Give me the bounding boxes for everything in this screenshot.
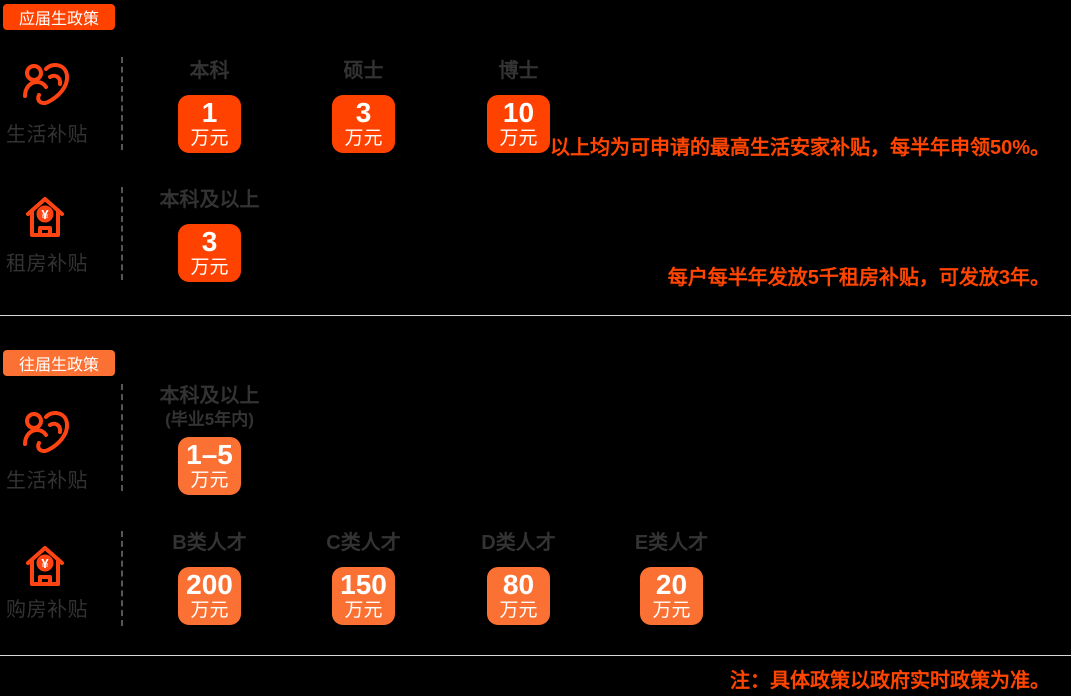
value-amount: 3 <box>355 97 372 128</box>
value-box: 80 万元 <box>487 567 550 625</box>
footnote: 注：具体政策以政府实时政策为准。 <box>730 670 1050 692</box>
value-box: 200 万元 <box>178 567 241 625</box>
dashed-divider <box>121 187 123 280</box>
value-unit: 万元 <box>499 128 538 149</box>
column-subheader: (毕业5年内) <box>165 410 254 429</box>
section-divider <box>0 315 1071 316</box>
value-amount: 1–5 <box>186 439 233 470</box>
row-label-rent-subsidy: 租房补贴 <box>6 253 88 275</box>
value-box: 10 万元 <box>487 95 550 153</box>
row-label-living-subsidy: 生活补贴 <box>6 470 88 492</box>
column-doctor: 博士 10 万元 <box>455 58 582 153</box>
section1-badge: 应届生政策 <box>3 4 116 30</box>
column-header: E类人才 <box>634 532 709 554</box>
column-bachelor-above-5yr: 本科及以上 (毕业5年内) 1–5 万元 <box>146 383 273 495</box>
column-master: 硕士 3 万元 <box>300 58 427 153</box>
value-box: 150 万元 <box>332 567 395 625</box>
column-header: 本科及以上 <box>159 189 260 211</box>
rent-subsidy-annotation: 每户每半年发放5千租房补贴，可发放3年。 <box>667 267 1050 289</box>
value-amount: 80 <box>502 569 535 600</box>
value-unit: 万元 <box>190 600 229 621</box>
column-header: 本科及以上 <box>159 385 260 407</box>
column-header: 硕士 <box>343 60 384 82</box>
value-unit: 万元 <box>344 600 383 621</box>
people-care-icon <box>22 408 70 456</box>
value-amount: 20 <box>655 569 688 600</box>
house-yuan-icon: ¥ <box>25 543 65 587</box>
value-box: 1–5 万元 <box>178 437 241 495</box>
column-header: D类人才 <box>481 532 556 554</box>
value-box: 3 万元 <box>332 95 395 153</box>
value-box: 1 万元 <box>178 95 241 153</box>
dashed-divider <box>121 531 123 626</box>
house-yuan-icon: ¥ <box>25 194 65 238</box>
value-unit: 万元 <box>344 128 383 149</box>
people-care-icon <box>22 60 70 108</box>
section-divider <box>0 655 1071 656</box>
value-amount: 10 <box>502 97 535 128</box>
row-label-home-purchase-subsidy: 购房补贴 <box>6 599 88 621</box>
value-unit: 万元 <box>652 600 691 621</box>
value-box: 20 万元 <box>640 567 703 625</box>
value-amount: 150 <box>340 569 387 600</box>
column-bachelor-above: 本科及以上 3 万元 <box>146 187 273 282</box>
column-header: B类人才 <box>172 532 247 554</box>
value-unit: 万元 <box>190 257 229 278</box>
svg-text:¥: ¥ <box>41 556 49 571</box>
value-unit: 万元 <box>190 128 229 149</box>
dashed-divider <box>121 57 123 150</box>
section2-badge: 往届生政策 <box>3 350 116 376</box>
value-amount: 200 <box>186 569 233 600</box>
value-unit: 万元 <box>499 600 538 621</box>
column-talent-b: B类人才 200 万元 <box>146 530 273 625</box>
value-amount: 1 <box>201 97 218 128</box>
column-header: 博士 <box>498 60 539 82</box>
column-header: 本科 <box>189 60 230 82</box>
value-amount: 3 <box>201 226 218 257</box>
column-talent-d: D类人才 80 万元 <box>455 530 582 625</box>
svg-text:¥: ¥ <box>41 207 49 222</box>
value-box: 3 万元 <box>178 224 241 282</box>
column-bachelor: 本科 1 万元 <box>146 58 273 153</box>
column-talent-c: C类人才 150 万元 <box>300 530 427 625</box>
living-subsidy-annotation: 以上均为可申请的最高生活安家补贴，每半年申领50%。 <box>549 137 1050 159</box>
value-unit: 万元 <box>190 470 229 491</box>
column-header: C类人才 <box>326 532 401 554</box>
column-talent-e: E类人才 20 万元 <box>608 530 735 625</box>
row-label-living-subsidy: 生活补贴 <box>6 124 88 146</box>
dashed-divider <box>121 384 123 491</box>
